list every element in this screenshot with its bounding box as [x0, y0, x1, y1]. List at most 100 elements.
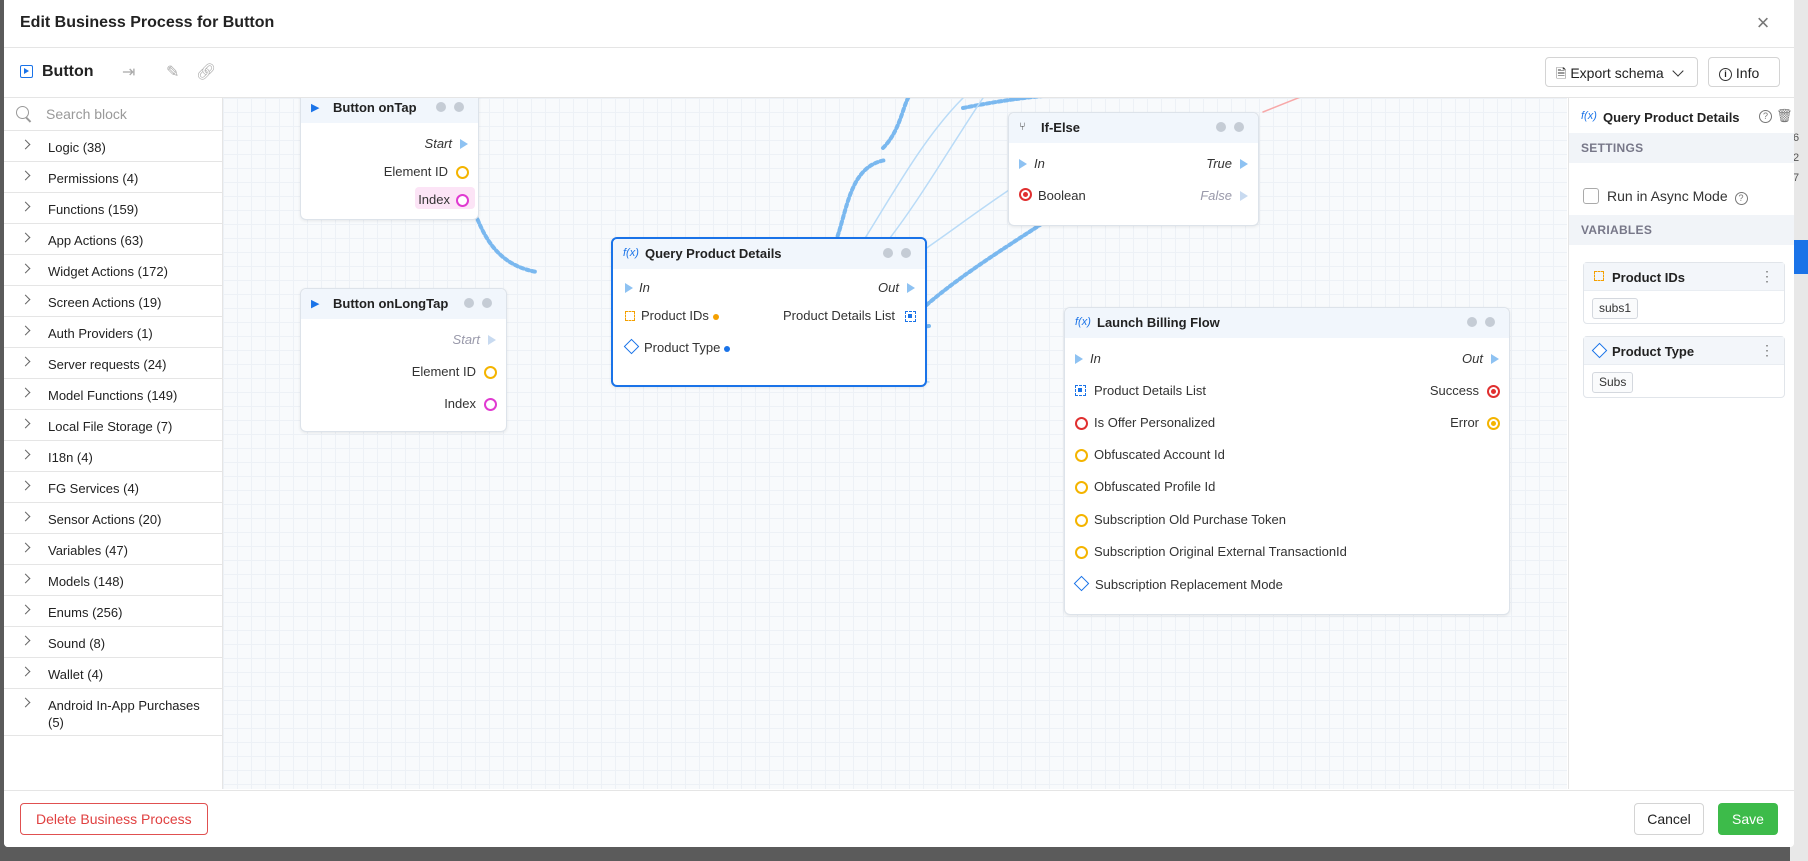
sidebar-category-model-functions[interactable]: Model Functions (149) — [4, 379, 222, 410]
subscription-original-tx-port[interactable] — [1075, 546, 1088, 559]
async-mode-checkbox[interactable] — [1583, 188, 1599, 204]
comment-icon[interactable] — [454, 102, 464, 112]
port-start-label: Start — [452, 332, 480, 347]
variable-value[interactable]: Subs — [1592, 372, 1634, 393]
list-port[interactable] — [1075, 385, 1086, 396]
node-header[interactable]: f(x) Launch Billing Flow — [1065, 308, 1509, 338]
false-port[interactable] — [1240, 191, 1248, 201]
export-schema-button[interactable]: 🗎 Export schema — [1545, 57, 1698, 87]
node-title: Button onTap — [333, 100, 417, 115]
play-icon: ▶ — [311, 102, 320, 114]
index-port[interactable] — [484, 398, 497, 411]
background-number: 7 — [1793, 172, 1800, 184]
edit-icon[interactable]: ✎ — [166, 64, 180, 81]
exec-out-port[interactable] — [907, 283, 915, 293]
exec-out-port[interactable] — [460, 139, 468, 149]
boolean-port[interactable] — [1019, 188, 1032, 201]
obfuscated-account-id-port[interactable] — [1075, 449, 1088, 462]
category-label: Android In-App Purchases (5) — [48, 698, 200, 730]
element-id-port[interactable] — [484, 366, 497, 379]
help-icon[interactable]: ? — [1734, 192, 1748, 205]
sidebar-category-i18n[interactable]: I18n (4) — [4, 441, 222, 472]
obfuscated-profile-id-port[interactable] — [1075, 481, 1088, 494]
component-name: Button — [42, 63, 94, 80]
sidebar-category-wallet[interactable]: Wallet (4) — [4, 658, 222, 689]
kebab-menu-icon[interactable]: ⋮ — [1760, 268, 1774, 284]
sidebar-category-android-iap[interactable]: Android In-App Purchases (5) — [4, 689, 222, 736]
node-if-else[interactable]: ⑂ If-Else In True Boolean False — [1008, 112, 1259, 226]
comment-icon[interactable] — [1485, 317, 1495, 327]
sidebar-category-widget-actions[interactable]: Widget Actions (172) — [4, 255, 222, 286]
function-icon: f(x) — [1581, 110, 1597, 122]
exec-in-port[interactable] — [1019, 159, 1027, 169]
sidebar-category-functions[interactable]: Functions (159) — [4, 193, 222, 224]
element-id-port[interactable] — [456, 166, 469, 179]
category-label: Enums (256) — [48, 605, 123, 620]
sidebar-category-app-actions[interactable]: App Actions (63) — [4, 224, 222, 255]
node-button-onlongtap[interactable]: ▶ Button onLongTap Start Element ID Inde… — [300, 288, 507, 432]
sidebar-category-sound[interactable]: Sound (8) — [4, 627, 222, 658]
comment-icon[interactable] — [901, 248, 911, 258]
sidebar-category-models[interactable]: Models (148) — [4, 565, 222, 596]
sidebar-category-permissions[interactable]: Permissions (4) — [4, 162, 222, 193]
sidebar-category-logic[interactable]: Logic (38) — [4, 131, 222, 162]
help-icon[interactable] — [436, 102, 446, 112]
sidebar-category-variables[interactable]: Variables (47) — [4, 534, 222, 565]
list-port[interactable] — [905, 311, 916, 322]
node-button-ontap[interactable]: ▶ Button onTap Start Element ID Index — [300, 98, 479, 220]
node-query-product-details[interactable]: f(x) Query Product Details In Out Produc… — [611, 237, 927, 387]
true-port[interactable] — [1240, 159, 1248, 169]
error-port[interactable] — [1487, 417, 1500, 430]
node-header[interactable]: ▶ Button onLongTap — [301, 289, 506, 319]
node-header[interactable]: ▶ Button onTap — [301, 98, 478, 123]
sidebar-category-auth-providers[interactable]: Auth Providers (1) — [4, 317, 222, 348]
node-header[interactable]: f(x) Query Product Details — [613, 239, 925, 269]
comment-icon[interactable] — [482, 298, 492, 308]
variable-value[interactable]: subs1 — [1592, 298, 1639, 319]
delete-business-process-button[interactable]: Delete Business Process — [20, 803, 208, 835]
file-icon: 🗎 — [1556, 66, 1567, 81]
cancel-button[interactable]: Cancel — [1634, 803, 1704, 835]
exec-in-port[interactable] — [1075, 354, 1083, 364]
exec-in-port[interactable] — [625, 283, 633, 293]
flow-canvas[interactable]: ▶ Button onTap Start Element ID Index ▶ … — [223, 98, 1567, 789]
sidebar-category-sensor-actions[interactable]: Sensor Actions (20) — [4, 503, 222, 534]
help-icon[interactable] — [1467, 317, 1477, 327]
sidebar-category-local-file-storage[interactable]: Local File Storage (7) — [4, 410, 222, 441]
sidebar-category-enums[interactable]: Enums (256) — [4, 596, 222, 627]
node-header[interactable]: ⑂ If-Else — [1009, 113, 1258, 143]
search-input[interactable] — [44, 102, 218, 126]
is-offer-personalized-port[interactable] — [1075, 417, 1088, 430]
chevron-right-icon — [22, 697, 32, 709]
variable-card-product-ids: Product IDs ⋮ subs1 — [1583, 262, 1785, 324]
trash-icon[interactable]: 🗑︎ — [1776, 108, 1793, 123]
chevron-right-icon — [22, 480, 32, 492]
help-icon[interactable] — [1216, 122, 1226, 132]
help-icon[interactable] — [464, 298, 474, 308]
kebab-menu-icon[interactable]: ⋮ — [1760, 342, 1774, 358]
help-icon[interactable] — [883, 248, 893, 258]
product-ids-set-indicator — [713, 314, 719, 320]
save-button[interactable]: Save — [1718, 803, 1778, 835]
wire-top-out — [881, 98, 911, 150]
comment-icon[interactable] — [1234, 122, 1244, 132]
settings-section-header: SETTINGS — [1569, 133, 1794, 163]
sidebar-category-screen-actions[interactable]: Screen Actions (19) — [4, 286, 222, 317]
chevron-right-icon — [22, 542, 32, 554]
collapse-arrow-icon[interactable]: ⇥ — [122, 64, 136, 81]
exec-out-port[interactable] — [1491, 354, 1499, 364]
help-icon[interactable]: ? — [1759, 110, 1772, 123]
success-port[interactable] — [1487, 385, 1500, 398]
variable-name: Product Type — [1612, 344, 1695, 359]
node-launch-billing-flow[interactable]: f(x) Launch Billing Flow In Out Product … — [1064, 307, 1510, 615]
link-icon[interactable]: 🔗︎ — [196, 64, 217, 81]
index-port[interactable] — [456, 194, 469, 207]
close-icon[interactable]: × — [1756, 10, 1770, 35]
exec-out-port[interactable] — [488, 335, 496, 345]
sidebar-category-fg-services[interactable]: FG Services (4) — [4, 472, 222, 503]
sidebar-category-server-requests[interactable]: Server requests (24) — [4, 348, 222, 379]
chevron-right-icon — [22, 666, 32, 678]
info-button[interactable]: i Info — [1708, 57, 1780, 87]
subscription-old-purchase-token-port[interactable] — [1075, 514, 1088, 527]
port-is-offer-personalized-label: Is Offer Personalized — [1094, 415, 1216, 430]
